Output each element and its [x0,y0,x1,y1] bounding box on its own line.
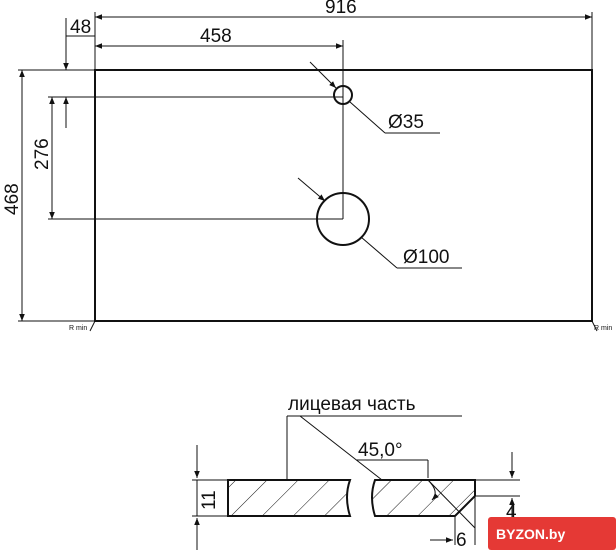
hole-x-dimension-label: 458 [200,26,232,47]
watermark: BYZON.by [488,517,616,550]
small-hole-label: Ø35 [388,112,424,133]
width-dimension-label: 916 [325,0,357,18]
small-hole [333,85,353,105]
hole-y-dimension-label: 276 [32,138,53,170]
top-view: 916 458 48 468 276 Ø35 Ø100 [2,0,612,332]
watermark-text: BYZON.by [496,526,565,542]
watermark-background [488,517,616,550]
section-view: лицевая часть 11 45,0° 4 6 [192,394,520,550]
large-hole [316,192,370,246]
height-dimension-label: 468 [2,183,23,215]
face-label: лицевая часть [288,394,416,415]
offset-dimension-label: 48 [70,17,91,38]
large-hole-label: Ø100 [403,247,449,268]
section-left-piece [227,479,352,517]
thickness-dimension-label: 11 [199,490,220,510]
section-right-piece [371,479,476,517]
corner-radius-right-label: R min [594,325,612,332]
edge-dimension-label-a: 4 [506,502,517,523]
corner-radius-left-label: R min [69,325,87,332]
edge-dimension-label-b: 6 [456,530,467,550]
angle-label: 45,0° [358,440,403,461]
